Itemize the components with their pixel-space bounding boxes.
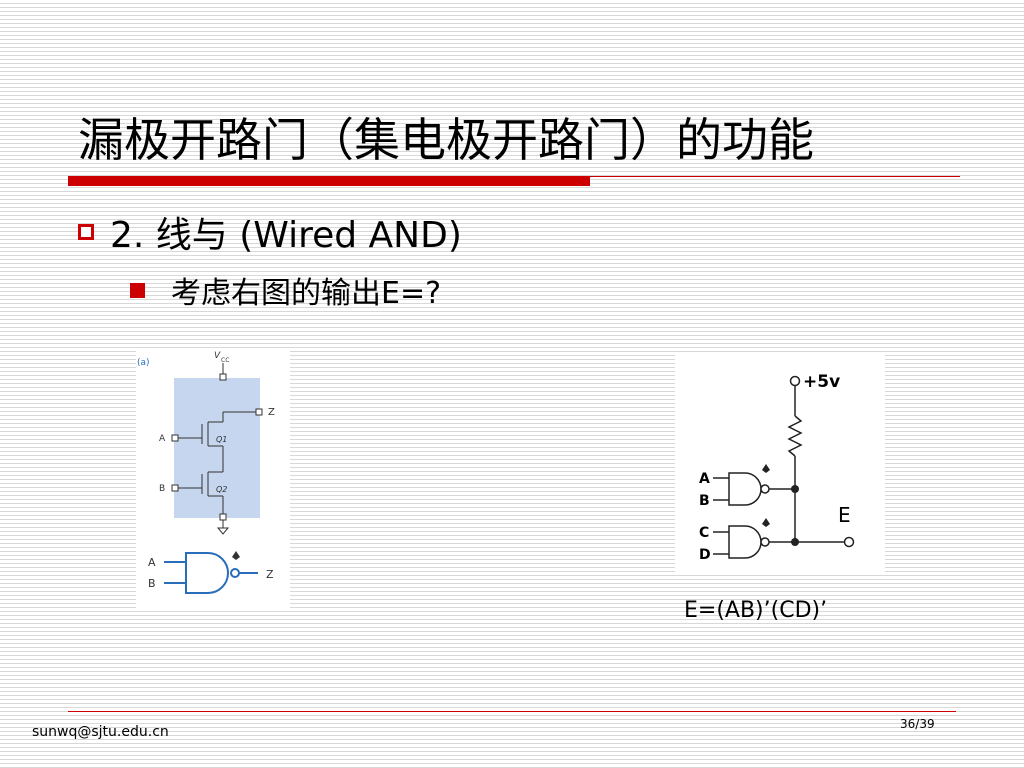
supply-label: +5v <box>803 372 840 392</box>
open-drain-nand-diagram: (a) V CC Z A Q1 B Q2 A <box>137 351 275 594</box>
gate-output-label: Z <box>266 568 274 581</box>
resistor-icon <box>787 415 803 457</box>
output-e-label: E <box>838 503 851 527</box>
open-drain-nand-figure: (a) V CC Z A Q1 B Q2 A <box>136 348 290 610</box>
input-c-label: C <box>699 525 709 541</box>
gate-1-bubble <box>760 484 770 494</box>
nand-gate-1-icon <box>728 472 762 506</box>
title-underline-thick <box>68 176 590 186</box>
ground-icon <box>216 527 230 535</box>
input-b-label: B <box>699 493 710 509</box>
circuit-background <box>174 378 260 518</box>
wired-and-diagram: +5v A B C D E <box>699 372 855 563</box>
z-terminal <box>255 408 263 416</box>
page-number: 36/39 <box>900 717 935 731</box>
nand-gate-2-icon <box>728 525 762 559</box>
junction-1 <box>791 485 799 493</box>
bullet-level1-text: 2. 线与 (Wired AND) <box>110 215 462 256</box>
bullet-level2-text: 考虑右图的输出E=? <box>171 276 442 311</box>
filled-square-bullet-icon <box>130 282 145 298</box>
gate-input-b-label: B <box>148 577 156 590</box>
q2-label: Q2 <box>216 485 227 494</box>
z-label: Z <box>268 407 275 418</box>
ground-terminal <box>219 513 227 521</box>
footer-email: sunwq@sjtu.edu.cn <box>32 724 169 740</box>
vcc-terminal <box>219 373 227 381</box>
output-terminal <box>843 536 855 548</box>
input-a-label: A <box>159 434 166 444</box>
figure-label: (a) <box>137 358 150 368</box>
output-formula: E=(AB)’(CD)’ <box>684 598 828 623</box>
title-underline-thin <box>590 176 960 177</box>
inversion-bubble <box>230 568 240 578</box>
bullet-level1: 2. 线与 (Wired AND) <box>78 206 462 258</box>
vcc-label: V <box>214 351 221 361</box>
open-collector-mark-2-icon <box>762 518 770 527</box>
supply-terminal <box>789 375 801 387</box>
input-d-label: D <box>699 547 711 563</box>
wired-and-figure: +5v A B C D E <box>675 352 885 574</box>
gate-2-bubble <box>760 537 770 547</box>
input-a-terminal <box>171 434 179 442</box>
open-drain-mark-icon <box>232 551 240 560</box>
nand-gate-icon <box>185 552 229 594</box>
q1-label: Q1 <box>216 435 227 444</box>
junction-2 <box>791 538 799 546</box>
gate-input-a-label: A <box>148 556 156 569</box>
vcc-subscript: CC <box>221 357 229 364</box>
hollow-square-bullet-icon <box>78 224 94 240</box>
input-b-label: B <box>159 484 165 494</box>
footer-rule <box>68 711 956 712</box>
bullet-level2: 考虑右图的输出E=? <box>130 268 441 312</box>
input-a-label: A <box>699 471 710 487</box>
slide-title: 漏极开路门（集电极开路门）的功能 <box>78 113 814 167</box>
open-collector-mark-1-icon <box>762 464 770 473</box>
input-b-terminal <box>171 484 179 492</box>
